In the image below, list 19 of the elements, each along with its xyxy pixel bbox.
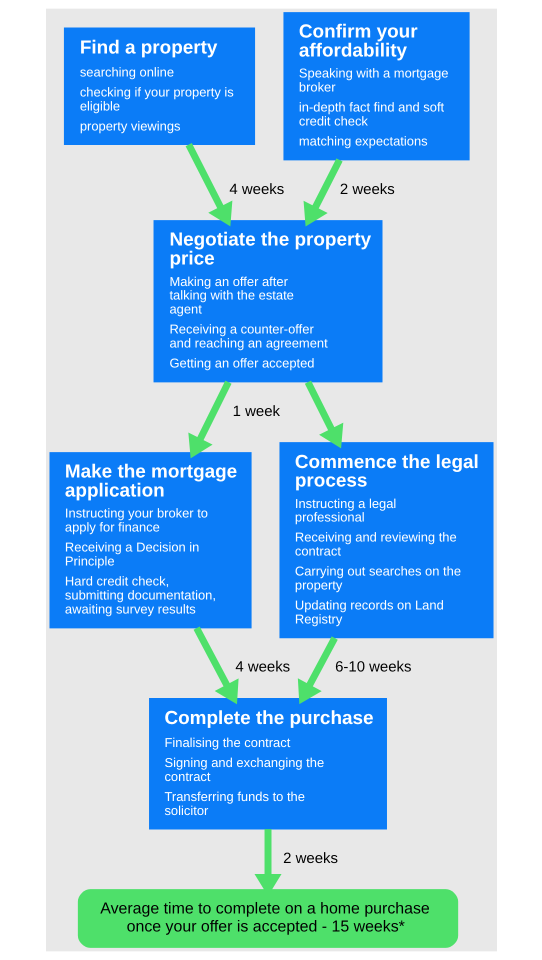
arrow — [185, 143, 232, 226]
node-box: Average time to complete on a home purchase once your offer is accepted - 15 weeks* — [77, 889, 458, 948]
node-box: Commence the legal process Instructing a legal professional Receiving and reviewing the contract Carrying out searches on the property Updating records on Land Registry — [278, 442, 494, 638]
arrow — [297, 636, 338, 704]
node-box: Make the mortgage application Instructing your broker to apply for finance Receiving a Decision in Principle Hard credit check, submitting documentation, awaiting survey results — [48, 452, 252, 628]
arrow — [304, 380, 343, 448]
arrow — [188, 380, 232, 458]
edge-label: 4 weeks — [228, 180, 284, 198]
node-box: Negotiate the property price Making an offer after talking with the estate agent Receiving a counter-offer and reaching an agreement Getting an offer accepted — [153, 220, 382, 382]
edge-label: 6-10 weeks — [334, 658, 411, 676]
node-box: Find a property searching online checking if your property is eligible property viewings — [63, 28, 255, 145]
node-box: Confirm your affordability Speaking with a mortgage broker in-depth fact find and soft credit check matching expectations — [282, 12, 470, 160]
edge-label: 1 week — [232, 402, 280, 420]
edge-label: 2 weeks — [282, 850, 338, 867]
arrow — [193, 626, 238, 704]
arrow — [303, 158, 342, 227]
node-box: Complete the purchase Finalising the contract Signing and exchanging the contract Transferring funds to the solicitor — [148, 698, 386, 830]
edge-label: 4 weeks — [234, 658, 290, 676]
edge-label: 2 weeks — [339, 180, 394, 198]
